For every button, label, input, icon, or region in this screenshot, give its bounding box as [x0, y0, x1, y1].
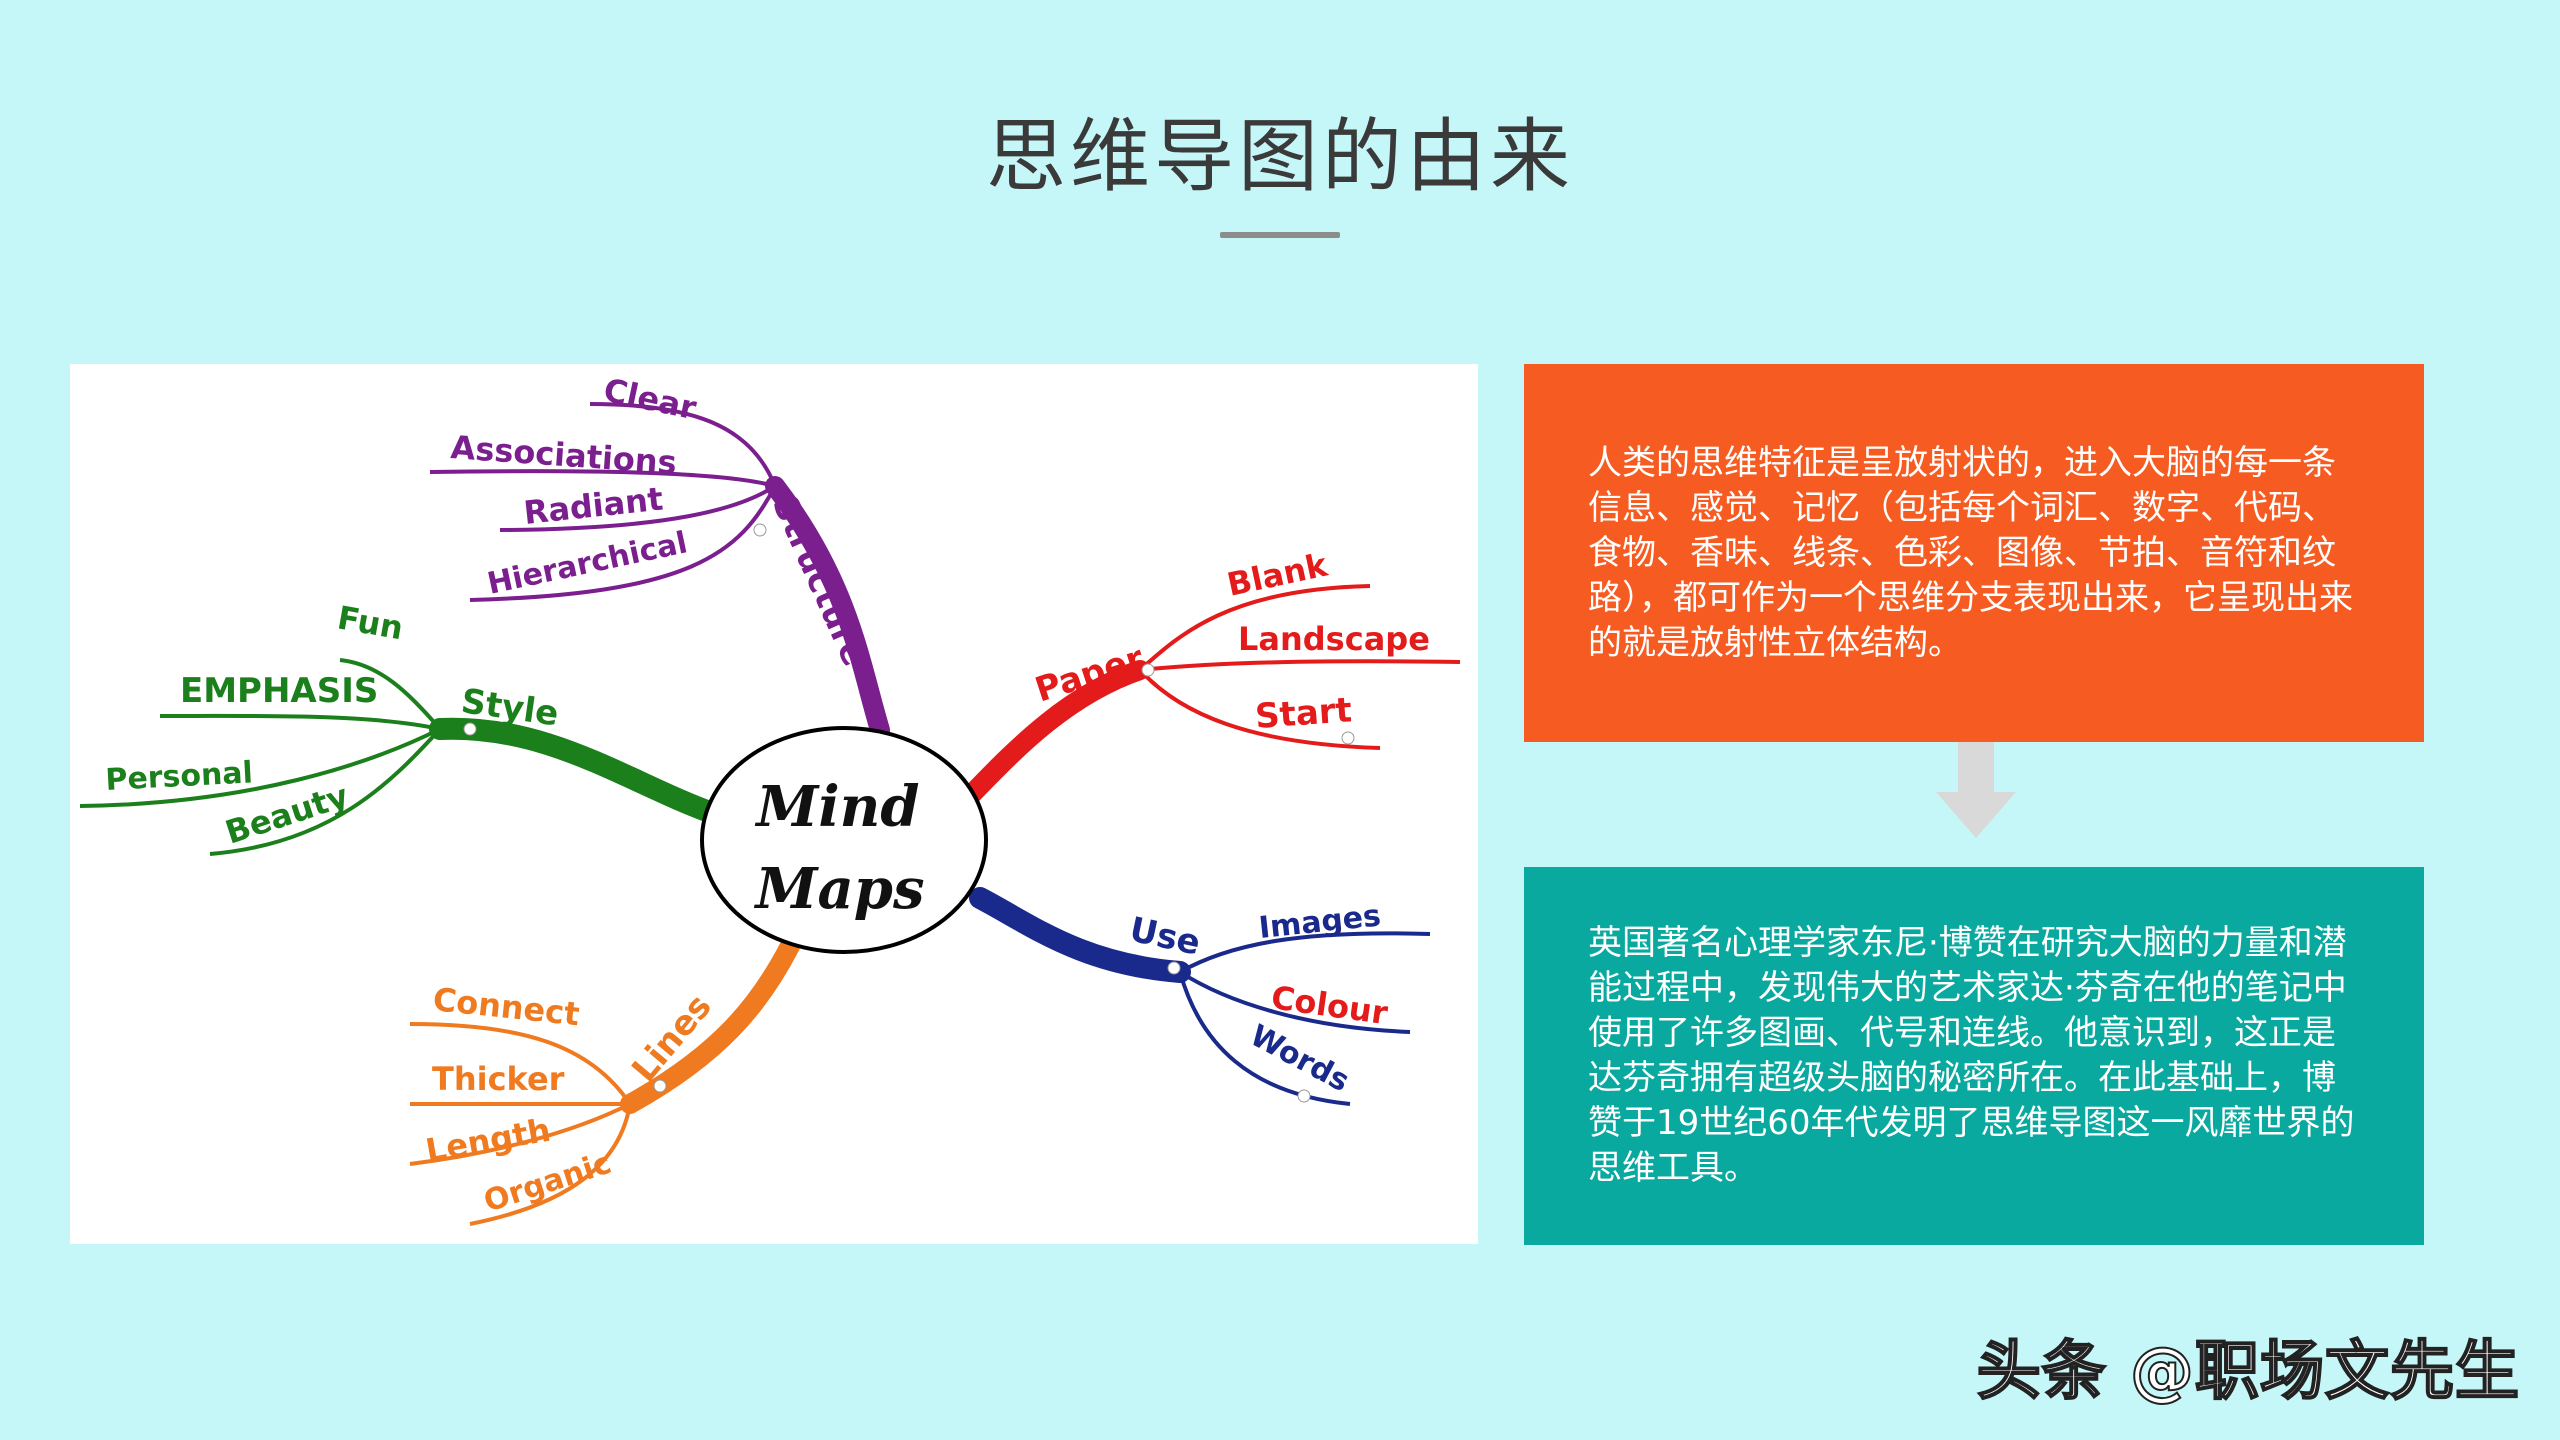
paper-start-node [1341, 731, 1355, 745]
use-words-line [1178, 971, 1351, 1106]
center-label-line2: Maps [754, 856, 925, 922]
paper-start-line [1138, 668, 1381, 750]
style-fun-line [339, 658, 442, 731]
paper-landscape-line [1139, 659, 1461, 672]
structure-node [753, 523, 767, 537]
info-box-teal: 英国著名心理学家东尼·博赞在研究大脑的力量和潜能过程中，发现伟大的艺术家达·芬奇… [1524, 867, 2424, 1245]
branch-lines: Connect Thicker Length Organic Lines [409, 936, 800, 1226]
branch-use: Images Colour Words Use [969, 887, 1431, 1106]
center-label-line1: Mind [754, 774, 919, 840]
lines-child-thicker: Thicker [432, 1060, 565, 1098]
paper-main-line [960, 660, 1150, 806]
structure-child-clear: Clear [600, 371, 700, 428]
use-node [1167, 961, 1181, 975]
paper-child-landscape: Landscape [1238, 620, 1430, 658]
title-underline [1220, 232, 1340, 238]
structure-main-line [765, 476, 890, 740]
center-node: Mind Maps [700, 726, 988, 954]
lines-length-line [409, 1102, 631, 1166]
lines-connect-line [409, 1022, 632, 1106]
structure-radiant-line [499, 484, 777, 532]
info-box-orange: 人类的思维特征是呈放射状的，进入大脑的每一条信息、感觉、记忆（包括每个词汇、数字… [1524, 364, 2424, 742]
branch-structure: Clear Associations Radiant Hierarchical … [429, 371, 890, 740]
down-arrow-icon [1936, 742, 2016, 842]
orange-box-text: 人类的思维特征是呈放射状的，进入大脑的每一条信息、感觉、记忆（包括每个词汇、数字… [1588, 442, 2353, 663]
style-emphasis-line [159, 713, 441, 731]
style-main-line [429, 717, 726, 825]
watermark: 头条 @职场文先生 [1976, 1334, 2520, 1410]
lines-child-length: Length [423, 1111, 554, 1170]
teal-box-text: 英国著名心理学家东尼·博赞在研究大脑的力量和潜能过程中，发现伟大的艺术家达·芬奇… [1588, 923, 2355, 1188]
lines-node [653, 1079, 667, 1093]
use-child-images: Images [1257, 898, 1382, 946]
style-child-emphasis: EMPHASIS [180, 671, 378, 711]
page-title: 思维导图的由来 [986, 110, 1574, 203]
branch-style: Fun EMPHASIS Personal Beauty Style [79, 598, 726, 856]
center-ellipse [700, 726, 988, 954]
use-child-words: Words [1244, 1018, 1355, 1099]
mind-map-image: Clear Associations Radiant Hierarchical … [70, 364, 1478, 1244]
paper-node [1141, 663, 1155, 677]
branch-paper: Blank Landscape Start Paper [960, 546, 1461, 806]
use-child-colour: Colour [1269, 978, 1390, 1032]
structure-label: Structure [764, 489, 875, 672]
style-child-fun: Fun [335, 598, 406, 647]
style-personal-line [79, 727, 441, 808]
use-words-node [1297, 1089, 1311, 1103]
lines-organic-line [469, 1103, 632, 1226]
structure-clear-line [589, 402, 777, 487]
style-node [463, 722, 477, 736]
paper-child-start: Start [1254, 690, 1353, 737]
structure-hierarchical-line [469, 485, 777, 602]
style-beauty-line [209, 727, 442, 856]
use-colour-line [1178, 970, 1411, 1034]
use-images-line [1179, 931, 1431, 974]
paper-blank-line [1138, 584, 1371, 672]
mind-map-diagram: Clear Associations Radiant Hierarchical … [79, 371, 1461, 1226]
use-main-line [969, 887, 1191, 983]
style-child-personal: Personal [105, 755, 254, 798]
structure-child-associations: Associations [449, 428, 678, 482]
structure-associations-line [429, 469, 776, 488]
